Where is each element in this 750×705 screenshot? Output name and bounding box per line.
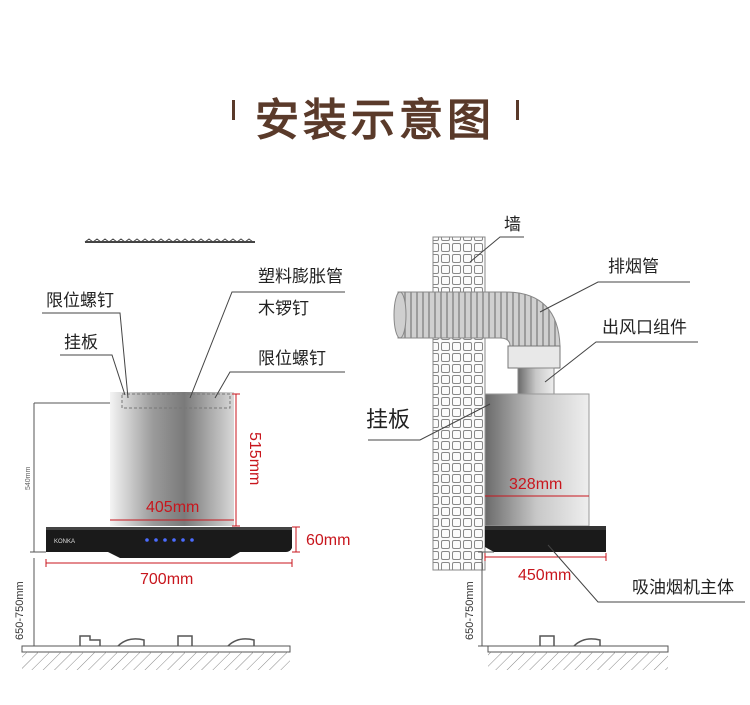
label-hanging-plate: 挂板 [64, 333, 98, 353]
dim-line-515 [232, 393, 240, 527]
control-button-icon [172, 538, 176, 542]
brand-logo: KONKA [54, 539, 75, 545]
leader-outlet-assembly [544, 341, 698, 383]
label-plastic-anchor: 塑料膨胀管 [258, 267, 343, 287]
label-main-body: 吸油烟机主体 [632, 578, 734, 598]
label-hanging-plate-right: 挂板 [366, 408, 410, 433]
label-wood-screw: 木锣钉 [258, 299, 309, 319]
hood-body-right [485, 526, 606, 552]
gas-stove-right [487, 635, 669, 670]
control-button-icon [145, 538, 149, 542]
label-outlet-assembly: 出风口组件 [602, 318, 687, 338]
dim-328: 328mm [509, 476, 562, 493]
dim-700: 700mm [140, 571, 193, 588]
label-limit-screw-top: 限位螺钉 [46, 291, 114, 311]
dim-650-750-left: 650-750mm [14, 581, 26, 640]
leader-wall [469, 236, 524, 263]
dim-line-60 [292, 526, 300, 553]
hood-chimney-right [484, 393, 590, 527]
leader-hanging-plate-right [368, 403, 491, 441]
leader-exhaust-pipe [539, 281, 690, 313]
dim-450: 450mm [518, 567, 571, 584]
leader-hanging-plate [60, 354, 126, 396]
control-button-icon [163, 538, 167, 542]
leader-main-body [547, 544, 745, 603]
leader-plastic-anchor [189, 291, 345, 399]
hood-chimney-left [110, 392, 234, 526]
title-bar-left [232, 100, 235, 120]
exhaust-pipe [393, 291, 561, 347]
dim-405: 405mm [146, 499, 199, 516]
dim-60: 60mm [306, 532, 350, 549]
outlet-assembly [507, 345, 561, 369]
dim-line-700 [45, 559, 293, 567]
title-bar-right [516, 100, 519, 120]
label-exhaust-pipe: 排烟管 [608, 257, 659, 277]
mount-strip-top [84, 238, 255, 243]
label-wall: 墙 [504, 215, 521, 235]
dim-515: 515mm [246, 432, 263, 485]
dim-650-750-right: 650-750mm [464, 581, 476, 640]
leader-limit-screw-top [42, 312, 129, 399]
control-button-icon [181, 538, 185, 542]
right-vertical-dims [478, 551, 498, 647]
control-button-icon [190, 538, 194, 542]
hood-body-left [46, 527, 292, 558]
left-vertical-dims [30, 402, 110, 647]
page-title: 安装示意图 [255, 95, 495, 146]
control-button-icon [154, 538, 158, 542]
dim-line-450 [484, 553, 607, 561]
dim-540: 540mm [25, 466, 32, 490]
gas-stove-left [21, 635, 291, 670]
label-limit-screw-right: 限位螺钉 [258, 349, 326, 369]
leader-limit-screw-right [214, 371, 345, 399]
